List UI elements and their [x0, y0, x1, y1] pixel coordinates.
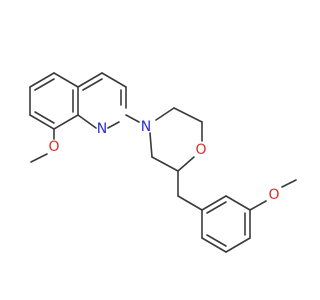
quinoline-nitrogen-label: N	[97, 121, 107, 137]
morpholine-oxygen-label: O	[195, 142, 206, 158]
molecule-structure-diagram: N O N O O	[29, 72, 297, 253]
phenyl-methoxy-group	[249, 179, 297, 211]
quinoline-morpholine-bond	[125, 114, 140, 123]
methoxyphenyl-ring	[201, 195, 251, 253]
quinoline-methoxy-oxygen-label: O	[48, 139, 59, 155]
quinoline-pyridine-ring	[77, 72, 127, 129]
morpholine-ring	[149, 107, 203, 172]
quinoline-methoxy-group	[30, 128, 55, 163]
quinoline-benzo-ring	[29, 72, 79, 130]
morpholine-nitrogen-label: N	[141, 119, 151, 135]
phenyl-methoxy-oxygen-label: O	[268, 187, 279, 203]
benzyl-linker	[177, 170, 203, 211]
